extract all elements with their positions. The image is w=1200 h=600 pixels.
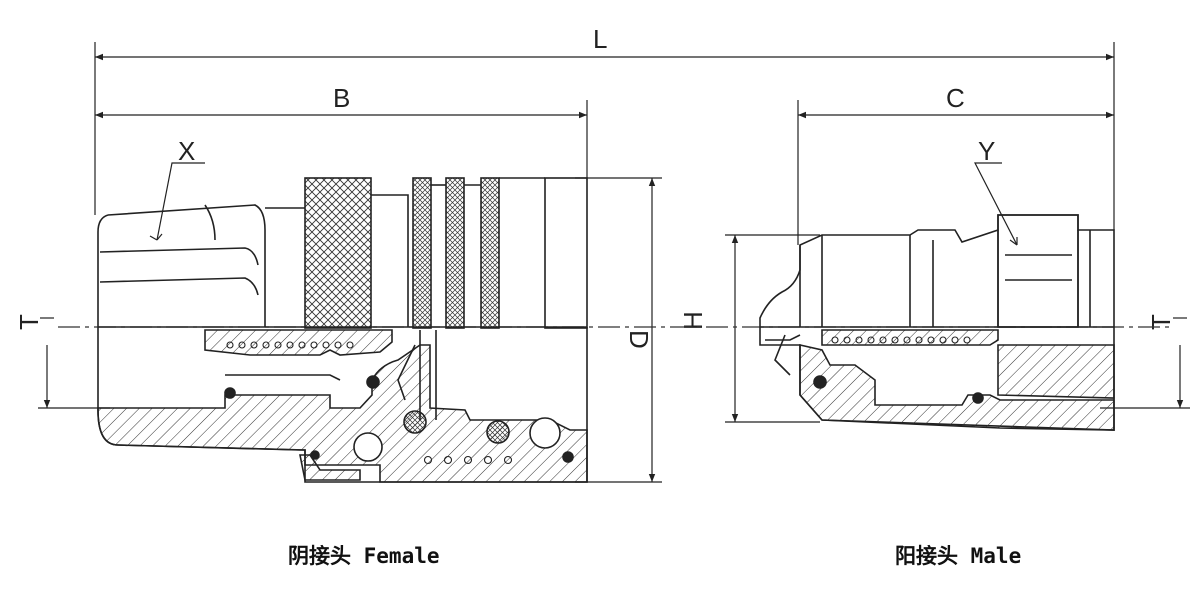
dim-label-T-left: T	[14, 314, 44, 330]
dim-label-X: X	[178, 136, 195, 166]
female-knurl-sleeve	[304, 177, 372, 329]
female-spring	[226, 341, 513, 465]
dim-label-C: C	[946, 83, 965, 113]
dim-label-D: D	[624, 330, 654, 349]
dim-label-B: B	[333, 83, 350, 113]
dim-label-L: L	[593, 24, 607, 54]
dim-label-Y: Y	[978, 136, 995, 166]
female-lock-ball	[353, 432, 383, 462]
male-spring	[831, 336, 971, 344]
female-valve-ball	[529, 417, 561, 449]
male-caption: 阳接头 Male	[895, 544, 1022, 568]
female-coupling	[97, 177, 588, 483]
dim-label-T-right: T	[1146, 314, 1176, 330]
dim-label-H: H	[678, 311, 708, 330]
female-caption: 阴接头 Female	[288, 544, 440, 568]
female-section-body	[97, 344, 588, 483]
male-coupling	[759, 214, 1115, 431]
